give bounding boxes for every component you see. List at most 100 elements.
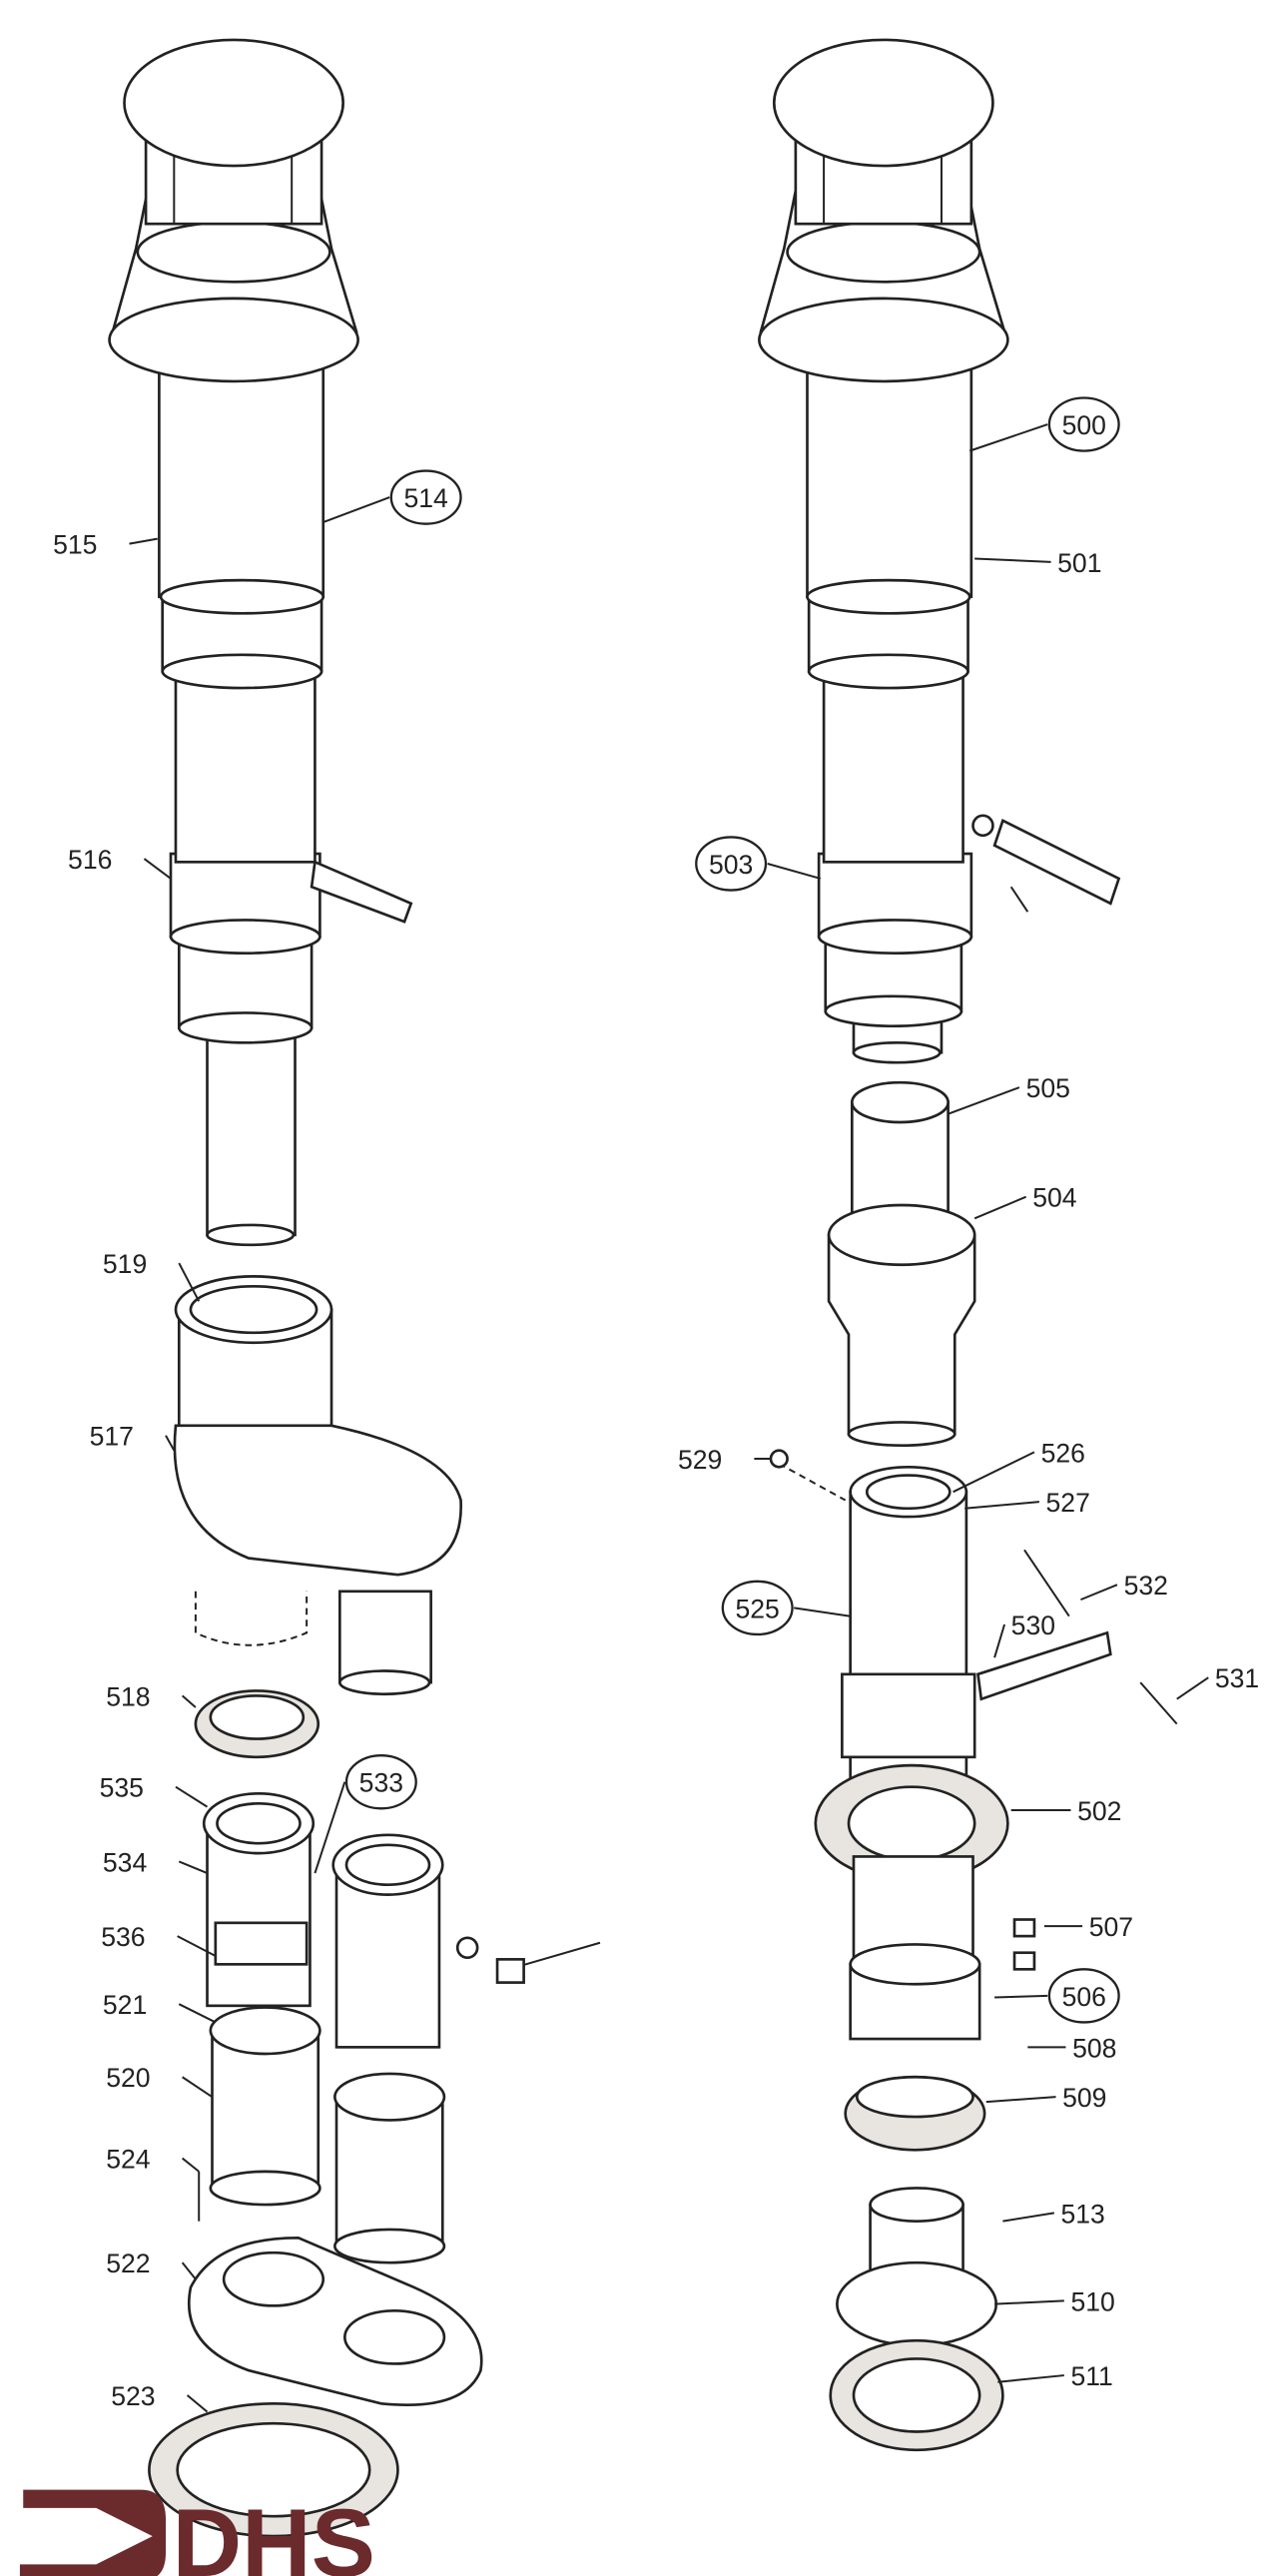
part-number: 526 — [1041, 1438, 1085, 1468]
leader-line — [165, 1435, 176, 1452]
arrow-logo-icon — [19, 2489, 167, 2576]
part-label-507: 507 — [1043, 1912, 1133, 1942]
part-number: 510 — [1070, 2286, 1114, 2316]
leader-line — [181, 2157, 200, 2173]
part-number: 522 — [106, 2249, 150, 2278]
part-number: 527 — [1046, 1488, 1090, 1518]
part-label-529: 529 — [678, 1445, 771, 1475]
part-number: 506 — [1062, 1982, 1106, 2012]
part-label-532: 532 — [1080, 1571, 1168, 1602]
twin-pipe-set — [198, 1792, 601, 2264]
part-number: 535 — [100, 1773, 144, 1803]
part-label-524: 524 — [106, 2145, 200, 2175]
part-number: 500 — [1062, 410, 1106, 440]
part-number: 533 — [359, 1768, 403, 1798]
part-label-510: 510 — [994, 2286, 1115, 2316]
leader-line — [948, 1086, 1020, 1115]
leader-line — [143, 858, 172, 880]
part-number: 507 — [1089, 1912, 1133, 1942]
part-label-530: 530 — [993, 1610, 1055, 1658]
part-label-508: 508 — [1027, 2033, 1116, 2063]
part-number: 514 — [404, 483, 448, 513]
part-label-513: 513 — [1002, 2199, 1105, 2229]
part-label-536: 536 — [101, 1922, 217, 1957]
label-circle — [695, 836, 768, 892]
leader-line — [1080, 1584, 1118, 1602]
part-label-509: 509 — [985, 2083, 1106, 2113]
part-label-517: 517 — [90, 1422, 176, 1452]
part-number: 511 — [1070, 2361, 1112, 2391]
leader-line — [175, 1785, 209, 1808]
part-number: 524 — [106, 2145, 150, 2175]
vertical-adapter — [769, 1449, 1178, 1808]
leader-line — [993, 1623, 1006, 1658]
left-vertical-terminal — [108, 38, 413, 1247]
part-label-518: 518 — [106, 1681, 197, 1711]
leader-line — [129, 537, 158, 545]
offset-adapter — [173, 1275, 462, 1696]
leader-line — [178, 1860, 208, 1874]
label-circle — [344, 1754, 417, 1810]
part-number: 501 — [1057, 548, 1101, 578]
part-number: 504 — [1032, 1183, 1076, 1213]
label-circle — [721, 1580, 794, 1636]
leader-line — [794, 1607, 851, 1617]
part-number: 534 — [103, 1847, 147, 1877]
leader-line — [177, 1935, 217, 1957]
part-label-526: 526 — [953, 1438, 1085, 1494]
part-label-511: 511 — [997, 2361, 1113, 2391]
part-number: 513 — [1061, 2199, 1105, 2229]
part-label-504: 504 — [973, 1183, 1077, 1220]
part-label-506: 506 — [994, 1968, 1120, 2024]
part-number: 523 — [111, 2381, 155, 2411]
leader-line — [1176, 1676, 1209, 1700]
part-number: 531 — [1215, 1663, 1259, 1693]
leader-line — [968, 423, 1048, 452]
part-label-502: 502 — [1010, 1796, 1121, 1826]
leader-line — [178, 2003, 217, 2024]
part-label-500: 500 — [968, 396, 1120, 452]
part-number: 509 — [1062, 2083, 1106, 2113]
leader-line — [181, 2261, 197, 2280]
part-number: 518 — [106, 1681, 150, 1711]
leader-line — [964, 1501, 1040, 1510]
part-number: 525 — [736, 1594, 780, 1623]
lower-parts — [829, 1855, 1036, 2452]
part-label-519: 519 — [103, 1249, 201, 1302]
part-label-514: 514 — [322, 469, 462, 525]
part-number: 516 — [68, 845, 112, 875]
label-circle — [389, 469, 462, 525]
part-labels: 515 514 516 519 517 518 535 533 534 536 521 520 524 5… — [53, 396, 1259, 2413]
part-label-533: 533 — [314, 1754, 417, 1874]
part-number: 505 — [1026, 1073, 1070, 1103]
part-number: 536 — [101, 1922, 145, 1952]
part-number: 529 — [678, 1445, 722, 1475]
part-label-516: 516 — [68, 845, 172, 880]
part-number: 508 — [1072, 2033, 1116, 2063]
part-label-520: 520 — [106, 2063, 214, 2098]
part-label-523: 523 — [111, 2381, 209, 2413]
part-label-501: 501 — [974, 548, 1101, 578]
leader-line — [322, 496, 390, 523]
label-circle — [1047, 396, 1120, 452]
leader-line — [314, 1781, 346, 1874]
part-number: 517 — [90, 1422, 134, 1452]
leader-line — [974, 557, 1051, 563]
part-label-527: 527 — [964, 1488, 1090, 1518]
part-number: 521 — [103, 1990, 147, 2020]
leader-line — [1002, 2212, 1055, 2223]
part-number: 520 — [106, 2063, 150, 2093]
part-label-522: 522 — [106, 2249, 197, 2280]
part-label-535: 535 — [100, 1773, 209, 1808]
part-label-515: 515 — [53, 530, 158, 560]
leader-line — [994, 1994, 1048, 1999]
leader-line — [178, 1262, 201, 1302]
leader-line — [997, 2374, 1064, 2383]
leader-line — [767, 863, 822, 880]
part-number: 530 — [1011, 1610, 1055, 1640]
leader-line — [985, 2096, 1056, 2104]
part-number: 532 — [1124, 1571, 1168, 1601]
part-number: 519 — [103, 1249, 147, 1279]
part-number: 502 — [1077, 1796, 1121, 1826]
